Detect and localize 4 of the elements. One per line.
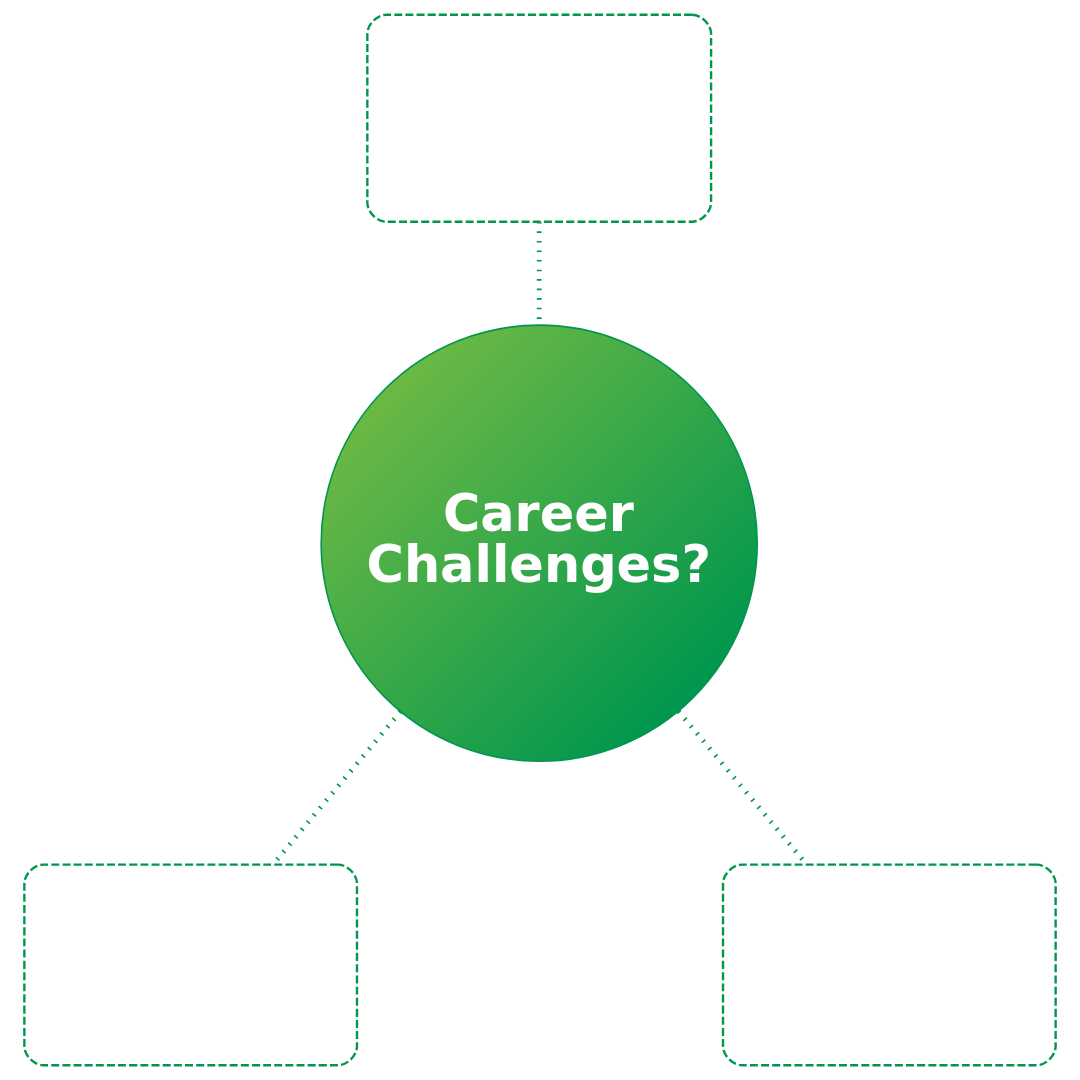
node-box: [23, 863, 359, 1067]
node-box: [366, 13, 713, 223]
node-circle: Career Challenges?: [320, 324, 759, 762]
node-box: [721, 863, 1057, 1067]
